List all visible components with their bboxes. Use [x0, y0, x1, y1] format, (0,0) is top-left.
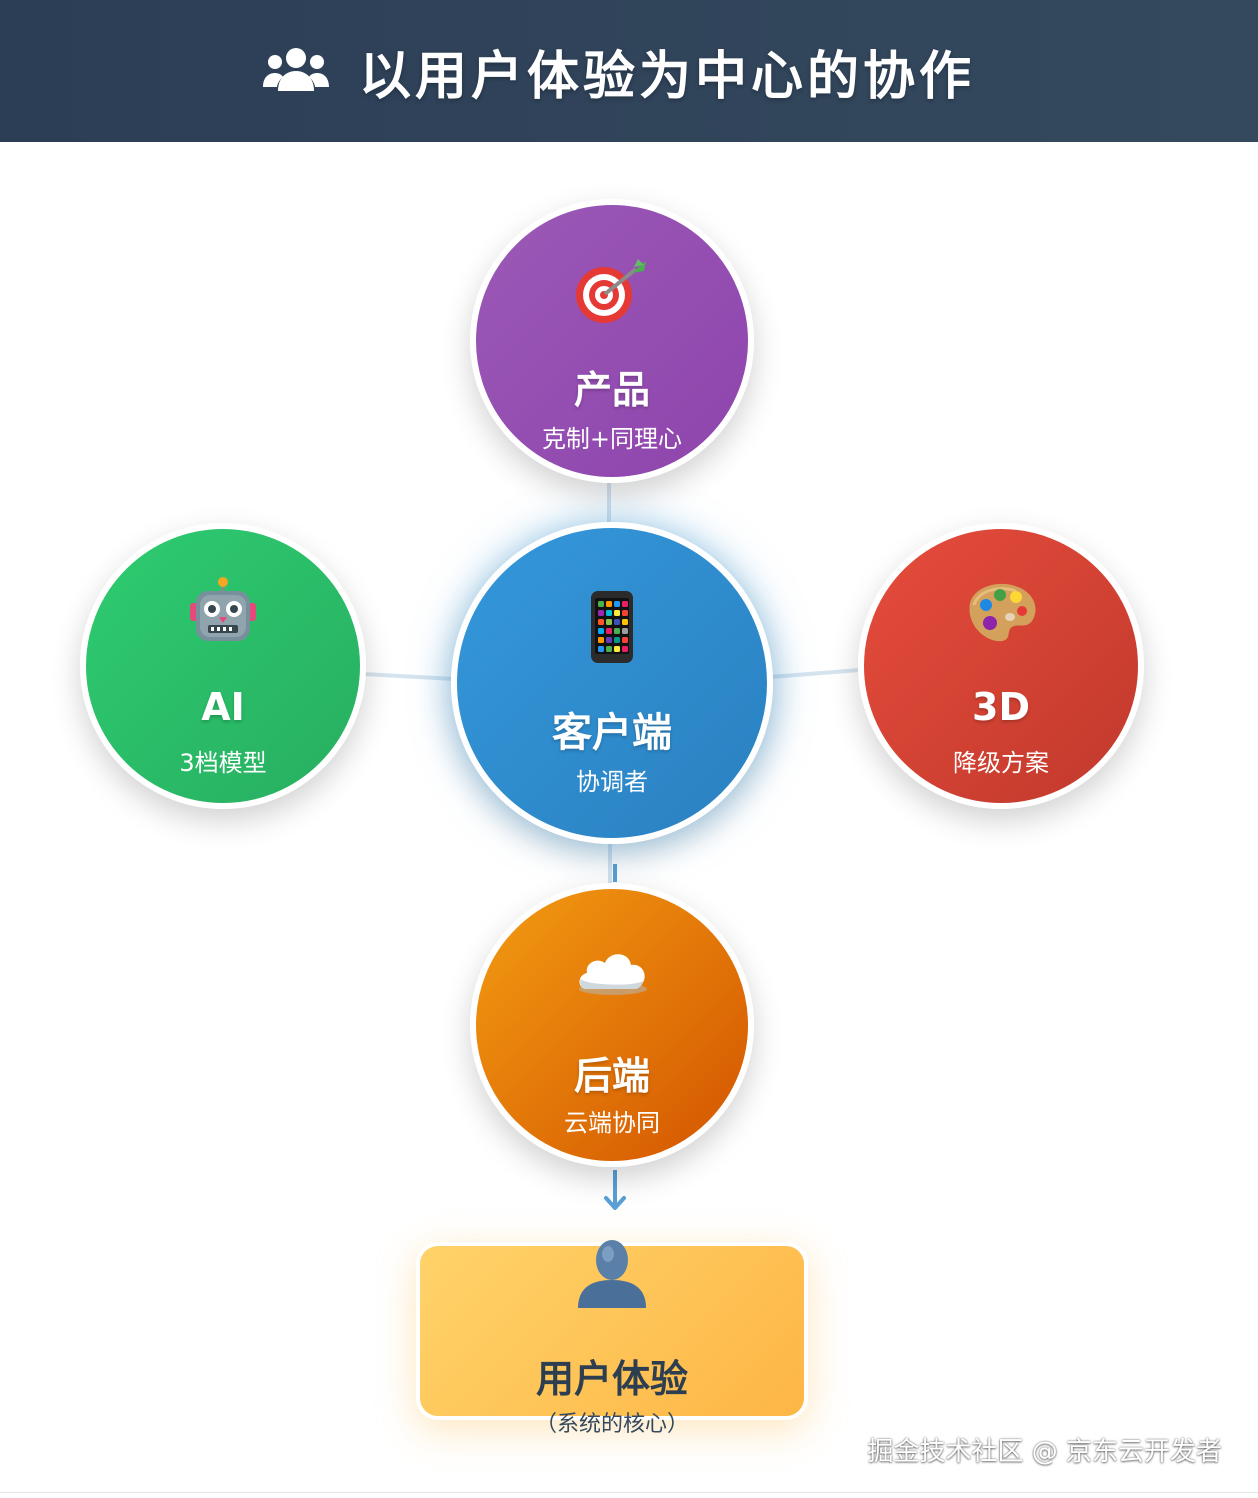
client-title: 客户端: [552, 710, 672, 756]
product-title: 产品: [573, 368, 650, 412]
ai-subtitle: 3档模型: [179, 749, 267, 777]
3d-node: 3D 降级方案: [858, 523, 1144, 809]
ai-node: AI 3档模型: [80, 523, 366, 809]
product-subtitle: 克制+同理心: [541, 425, 683, 453]
backend-title: 后端: [573, 1054, 650, 1098]
connector-ai-client: [363, 672, 455, 681]
product-node: 产品 克制+同理心: [470, 199, 754, 483]
3d-subtitle: 降级方案: [953, 749, 1049, 777]
bottom-divider: [0, 1492, 1258, 1493]
user-experience-title: 用户体验: [535, 1357, 688, 1401]
dart-target-icon: [476, 259, 748, 325]
backend-node: 后端 云端协同: [470, 883, 754, 1167]
palette-icon: [864, 581, 1138, 643]
arrow-down-icon: [604, 1170, 626, 1210]
client-subtitle: 协调者: [576, 768, 648, 796]
3d-title: 3D: [972, 685, 1030, 729]
robot-icon: [86, 577, 360, 647]
user-silhouette-icon: [420, 1236, 804, 1308]
connector-client-3d: [769, 668, 861, 679]
user-experience-subtitle: （系统的核心）: [534, 1412, 689, 1437]
ai-title: AI: [201, 685, 245, 729]
client-node: 客户端 协调者: [451, 522, 773, 844]
user-experience-box: 用户体验 （系统的核心）: [416, 1240, 808, 1437]
users-icon: [262, 45, 329, 97]
cloud-icon: [476, 943, 748, 997]
mobile-phone-icon: [457, 590, 767, 664]
header-content: 以用户体验为中心的协作: [262, 34, 975, 109]
header-banner: 以用户体验为中心的协作: [0, 0, 1258, 142]
page-title: 以用户体验为中心的协作: [358, 46, 975, 107]
watermark: 掘金技术社区 @ 京东云开发者: [867, 1437, 1222, 1467]
backend-subtitle: 云端协同: [564, 1109, 660, 1137]
